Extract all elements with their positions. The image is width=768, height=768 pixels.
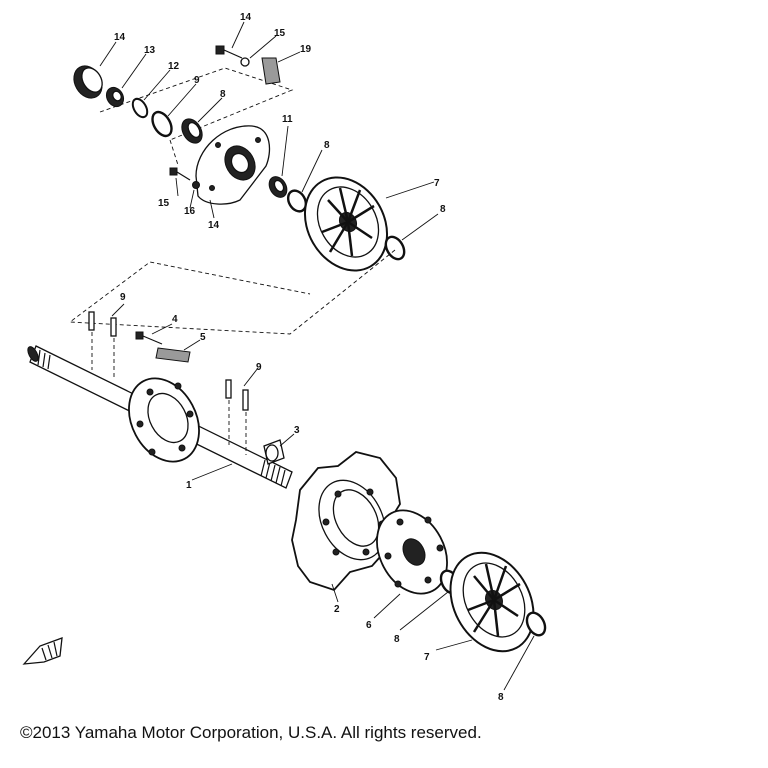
- part-7-idler-wheel-lower: [449, 551, 535, 653]
- part-16-washer: [131, 97, 149, 119]
- callout-8-upper: 8: [324, 140, 330, 151]
- part-8-washer-2: [384, 235, 406, 261]
- callout-11: 8: [220, 89, 226, 100]
- part-15-washer-upper: [240, 57, 250, 67]
- part-2-sprocket: [291, 451, 401, 592]
- part-10-bearing: [268, 176, 288, 198]
- part-12-ring: [151, 110, 173, 138]
- callout-8-lower-left: 8: [394, 634, 400, 645]
- callout-12: 9: [194, 75, 200, 86]
- callout-19: 19: [300, 44, 312, 55]
- part-15-washer-lower: [192, 181, 200, 189]
- callout-7-lower: 7: [424, 652, 430, 663]
- part-7-idler-wheel-upper: [303, 176, 389, 272]
- callout-10: 11: [282, 114, 293, 125]
- drive-flange-left: [128, 377, 200, 463]
- part-11-bearing: [181, 118, 203, 144]
- callout-17: 13: [144, 45, 156, 56]
- part-17-nut: [105, 86, 125, 108]
- callout-14-lower: 15: [158, 198, 170, 209]
- callout-16: 12: [168, 61, 180, 72]
- drive-shaft-assembly: [27, 311, 547, 653]
- part-8-washer-4: [525, 611, 547, 637]
- callout-7-upper: 7: [434, 178, 440, 189]
- part-3-collar: [263, 439, 285, 465]
- callout-18: 14: [114, 32, 126, 43]
- leader-lines: [99, 21, 535, 691]
- part-18-cap: [73, 65, 103, 99]
- callout-15-lower: 16: [184, 206, 196, 217]
- part-9-pins-right: [225, 379, 249, 455]
- part-9-pins-left: [88, 311, 117, 378]
- callout-15-upper: 15: [274, 28, 286, 39]
- callout-5: 5: [200, 332, 206, 343]
- copyright-notice: ©2013 Yamaha Motor Corporation, U.S.A. A…: [20, 723, 482, 742]
- callout-6: 6: [366, 620, 372, 631]
- part-19-bracket: [261, 57, 281, 85]
- callout-13: 14: [208, 220, 220, 231]
- callout-8-right: 8: [440, 204, 446, 215]
- callout-1: 1: [186, 480, 192, 491]
- part-8-washer-1: [286, 189, 308, 213]
- upper-bearing-assembly: [73, 45, 406, 272]
- callout-9-right: 9: [256, 362, 262, 373]
- callout-8-lower-right: 8: [498, 692, 504, 703]
- part-5-bracket: [155, 347, 191, 363]
- callout-4: 4: [172, 314, 178, 325]
- part-13-bearing-housing: [195, 125, 271, 205]
- part-6-flange: [376, 509, 448, 595]
- callout-labels: 14 13 12 9 8 14 15 19 15 16 14 11 8 7 8 …: [114, 12, 504, 703]
- callout-3: 3: [294, 425, 300, 436]
- part-4-bolt: [135, 331, 163, 345]
- callout-14-upper: 14: [240, 12, 252, 23]
- front-arrow-icon: [22, 637, 63, 665]
- callout-2: 2: [334, 604, 340, 615]
- part-14-bolt-upper: [215, 45, 243, 59]
- part-14-bolt-lower: [169, 167, 191, 181]
- callout-9-left: 9: [120, 292, 126, 303]
